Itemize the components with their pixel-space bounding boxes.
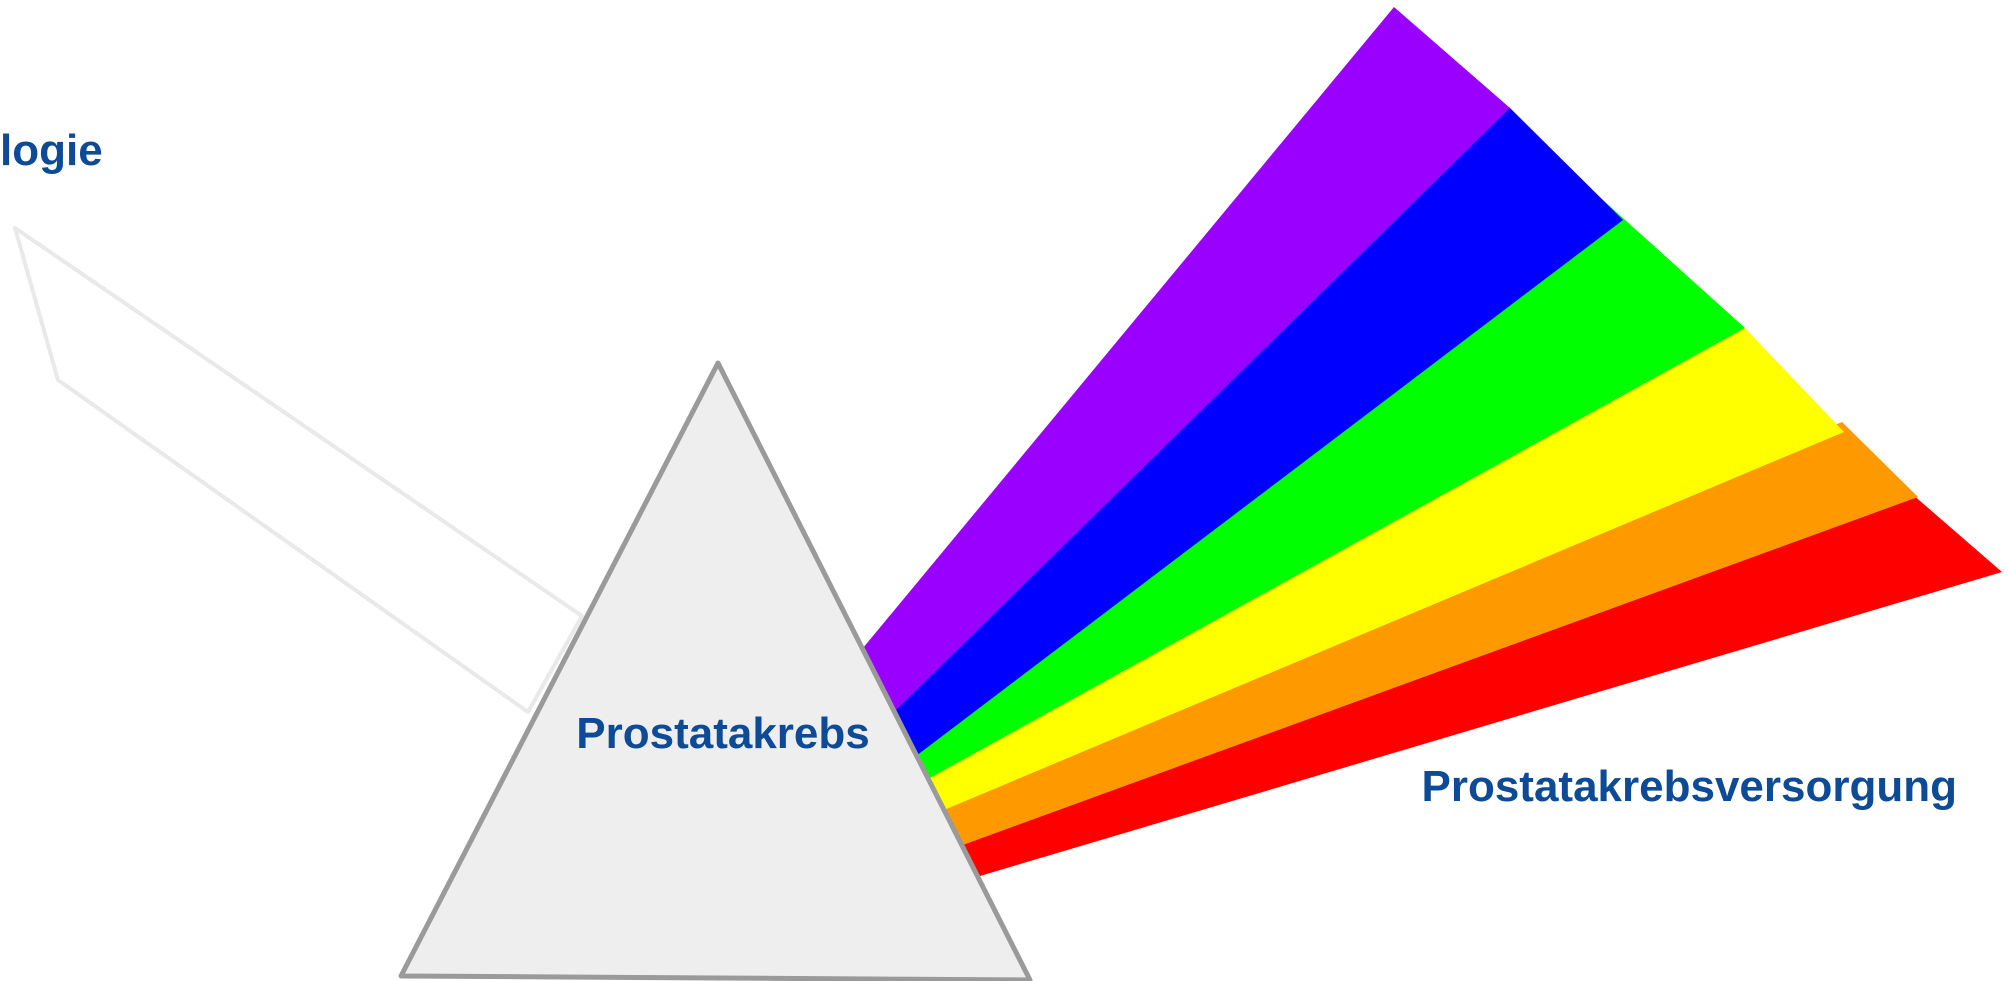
- prism-triangle: [398, 360, 1033, 981]
- left-label: logie: [0, 126, 103, 175]
- spectrum-band-green: [910, 164, 1745, 779]
- prism-label: Prostatakrebs: [576, 709, 869, 758]
- spectrum-label: Prostatakrebsversorgung: [1421, 762, 1957, 811]
- spectrum-band-red: [961, 494, 2002, 876]
- spectrum-band-orange: [942, 422, 1918, 846]
- spectrum-band-violet: [863, 7, 1510, 713]
- incoming-light-beam: [13, 226, 584, 714]
- spectrum-band-yellow: [924, 324, 1844, 810]
- spectrum-band-blue: [889, 107, 1623, 756]
